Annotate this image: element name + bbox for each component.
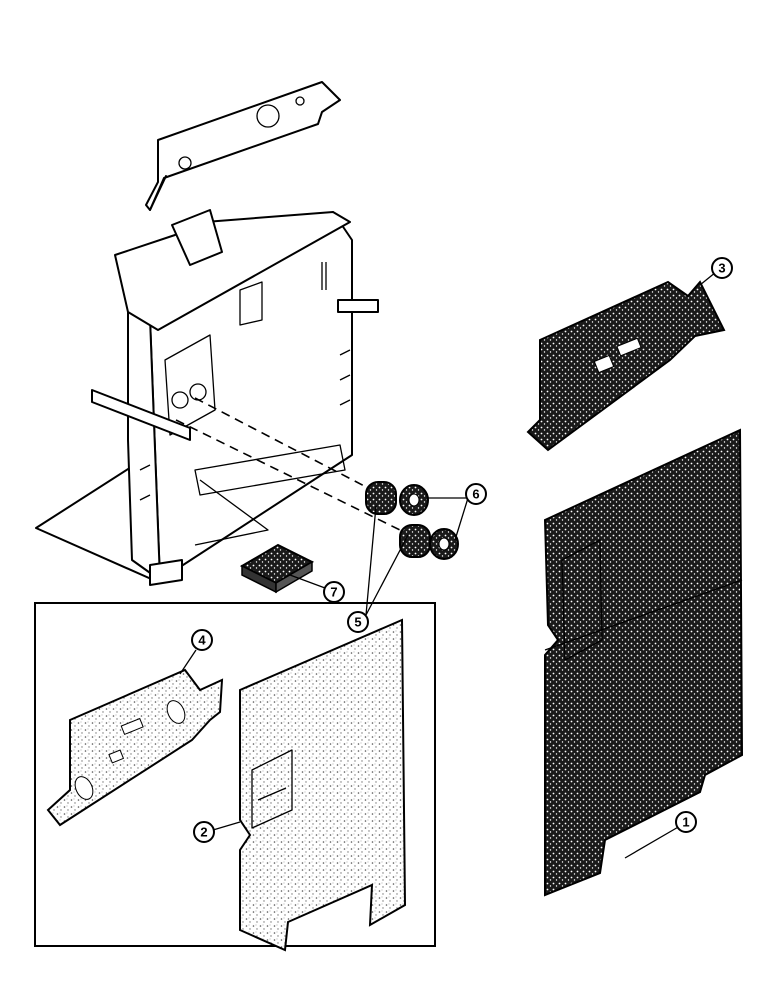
callout-4: 4	[191, 629, 213, 651]
callout-5: 5	[347, 611, 369, 633]
callout-label: 2	[200, 825, 207, 840]
alignment-lines	[175, 397, 401, 531]
callout-3: 3	[711, 257, 733, 279]
callout-label: 6	[472, 487, 479, 502]
inset-frame	[34, 602, 436, 947]
pad-block	[239, 543, 315, 594]
insulation-large-light	[239, 618, 407, 952]
bushings	[365, 481, 459, 560]
callout-1: 1	[675, 811, 697, 833]
callout-label: 3	[718, 261, 725, 276]
callout-2: 2	[193, 821, 215, 843]
insulation-top-light	[46, 668, 224, 827]
main-frame	[35, 209, 379, 586]
insulation-top-dark	[526, 280, 726, 452]
callout-label: 5	[354, 615, 361, 630]
callout-7: 7	[323, 581, 345, 603]
callout-label: 4	[198, 633, 206, 648]
callout-label: 1	[682, 815, 689, 830]
top-bracket-plate	[145, 81, 341, 211]
callout-label: 7	[330, 585, 337, 600]
insulation-large-dark	[543, 428, 744, 897]
callout-6: 6	[465, 483, 487, 505]
